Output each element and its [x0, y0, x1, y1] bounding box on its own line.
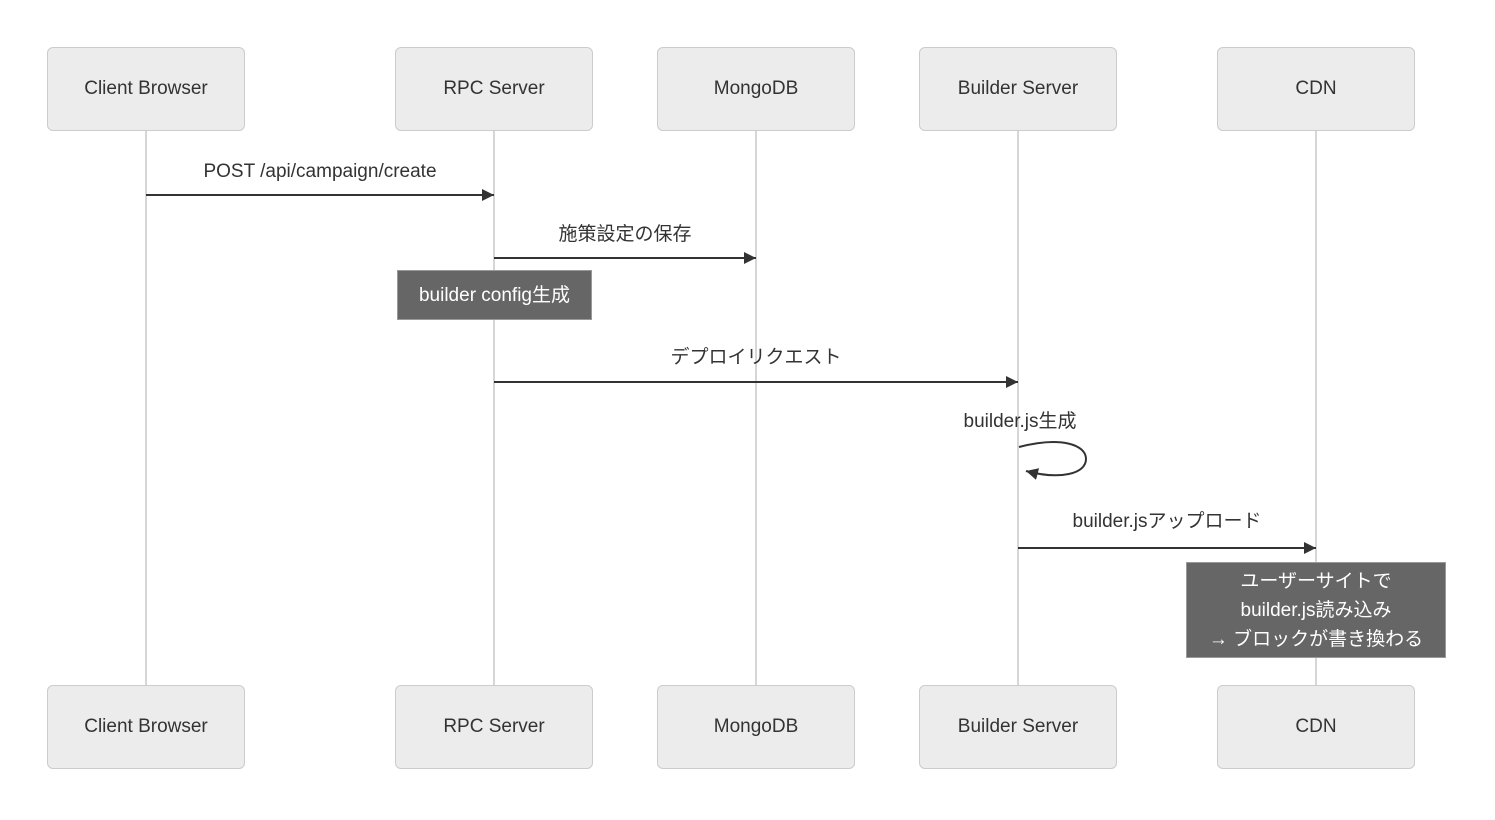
actor-bottom-client-browser: Client Browser: [47, 685, 245, 769]
actor-bottom-mongodb: MongoDB: [657, 685, 855, 769]
actor-label: MongoDB: [713, 78, 799, 99]
note-line: builder.js読み込み: [1240, 599, 1392, 621]
actor-label: Client Browser: [84, 78, 208, 99]
actor-bottom-cdn: CDN: [1217, 685, 1415, 769]
actor-label: Builder Server: [957, 716, 1079, 737]
message-label-builder-js-upload: builder.jsアップロード: [1072, 511, 1262, 532]
actor-bottom-rpc-server: RPC Server: [395, 685, 593, 769]
actor-top-rpc-server: RPC Server: [395, 47, 593, 131]
actor-label: CDN: [1295, 78, 1337, 99]
message-label-builder-js-generate: builder.js生成: [963, 411, 1077, 432]
actor-label: RPC Server: [443, 78, 545, 99]
actor-label: RPC Server: [443, 716, 545, 737]
actor-label: MongoDB: [713, 716, 799, 737]
note-cdn-user-site: ユーザーサイトで builder.js読み込み → ブロックが書き換わる: [1186, 562, 1446, 658]
note-builder-config-generate: builder config生成: [397, 270, 592, 320]
actor-top-client-browser: Client Browser: [47, 47, 245, 131]
message-label-deploy-request: デプロイリクエスト: [670, 347, 842, 368]
note-line: → ブロックが書き換わる: [1208, 628, 1424, 650]
actor-bottom-builder-server: Builder Server: [919, 685, 1117, 769]
message-label-post-campaign-create: POST /api/campaign/create: [203, 161, 437, 182]
actor-label: CDN: [1295, 716, 1337, 737]
actor-top-builder-server: Builder Server: [919, 47, 1117, 131]
message-label-save-settings: 施策設定の保存: [558, 224, 692, 245]
actor-top-cdn: CDN: [1217, 47, 1415, 131]
actor-label: Builder Server: [957, 78, 1079, 99]
actor-top-mongodb: MongoDB: [657, 47, 855, 131]
actor-label: Client Browser: [84, 716, 208, 737]
note-line: builder config生成: [418, 284, 571, 306]
arrow-self-builder-js-generate: [1018, 441, 1088, 480]
note-line: ユーザーサイトで: [1240, 570, 1392, 592]
